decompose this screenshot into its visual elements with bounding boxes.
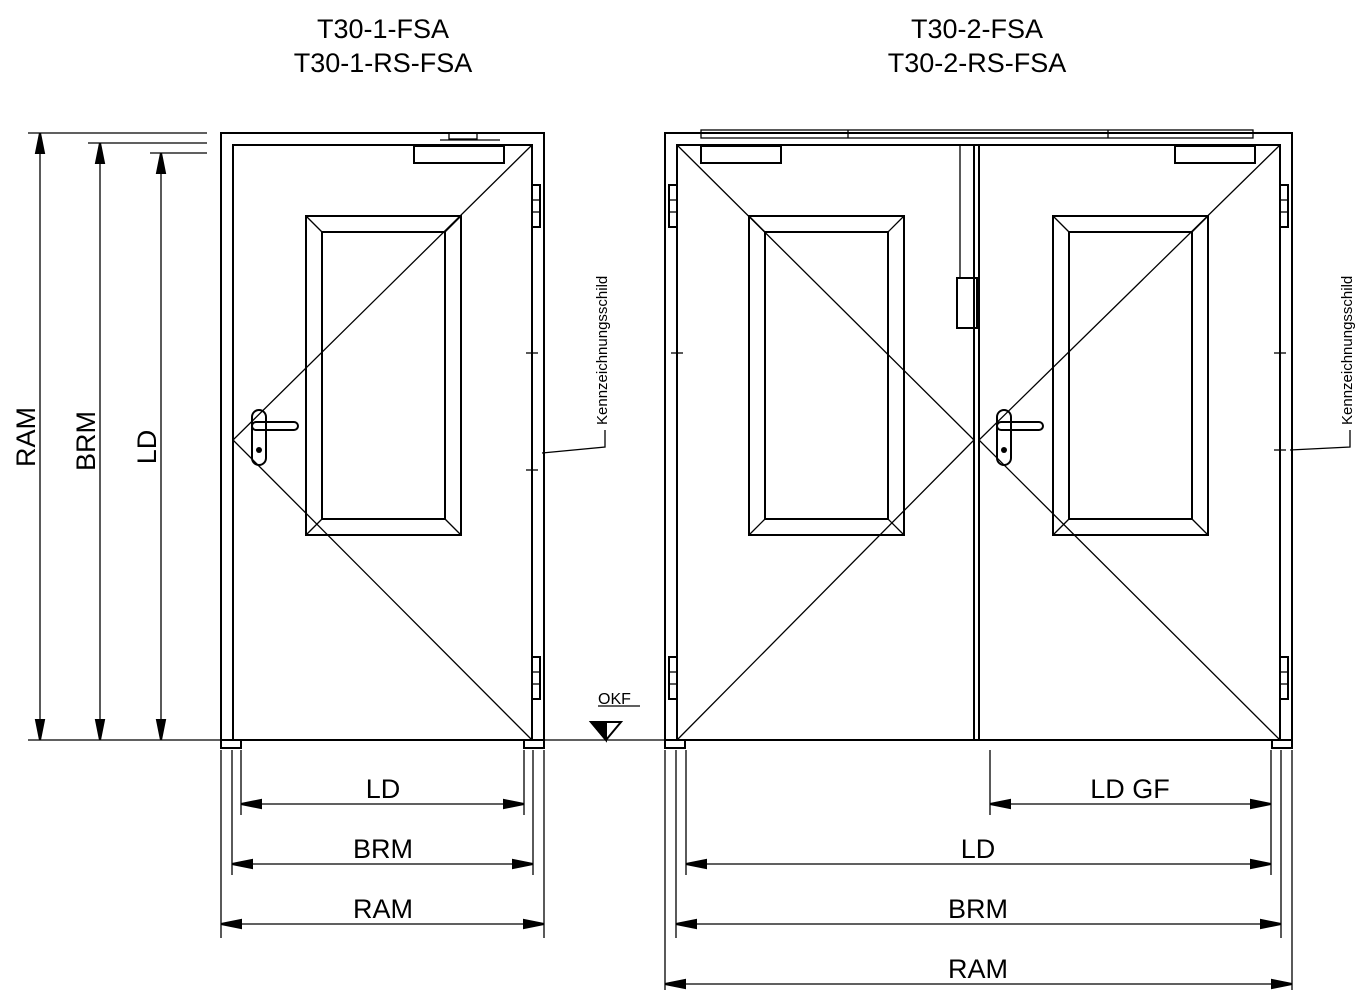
- bevel-line: [305, 215, 323, 233]
- floor-label-okf: OKF: [598, 691, 631, 708]
- horizontal-dim-brm: BRM: [948, 894, 1008, 924]
- vertical-dim-brm: BRM: [71, 411, 101, 471]
- flush-bolt: [956, 277, 978, 329]
- right-door-title-1: T30-2-FSA: [911, 14, 1043, 44]
- horizontal-dim-brm: BRM: [353, 834, 413, 864]
- frame-foot: [220, 739, 242, 749]
- door-closer: [413, 145, 505, 164]
- bevel-line: [444, 518, 462, 536]
- vertical-dimensions: RAM BRM LD: [11, 132, 221, 741]
- hinge: [1279, 184, 1289, 228]
- closer-bracket: [448, 132, 478, 140]
- lever-handle: [996, 421, 1044, 431]
- keyhole-icon: [256, 447, 262, 453]
- swing-indicator-left: [676, 144, 975, 741]
- hinge: [668, 184, 678, 228]
- horizontal-dim-ram: RAM: [353, 894, 413, 924]
- right-door-title-2: T30-2-RS-FSA: [888, 48, 1067, 78]
- vision-panel-outer: [748, 215, 905, 536]
- hinge: [531, 656, 541, 700]
- door-closer-right: [1174, 145, 1256, 164]
- swing-indicator: [232, 144, 533, 741]
- double-door: Kennzeichnungsschild: [664, 129, 1356, 749]
- horizontal-dim-ld-gf: LD GF: [1090, 774, 1170, 804]
- identification-plate-label: Kennzeichnungsschild: [594, 276, 611, 425]
- lever-handle-plate: [996, 409, 1012, 466]
- finished-floor-marker: OKF: [544, 691, 665, 743]
- swing-indicator-right: [978, 144, 1281, 741]
- horizontal-dim-ld: LD: [961, 834, 996, 864]
- plate-leader: [541, 430, 606, 454]
- keyhole-icon: [1001, 447, 1007, 453]
- horizontal-dim-ram: RAM: [948, 954, 1008, 984]
- hinge: [668, 656, 678, 700]
- vision-panel-outer: [305, 215, 462, 536]
- vision-panel-outer: [1052, 215, 1209, 536]
- identification-plate-label: Kennzeichnungsschild: [1339, 276, 1356, 425]
- single-door-horizontal-dimensions: LD BRM RAM: [220, 750, 545, 938]
- hinge: [1279, 656, 1289, 700]
- double-door-horizontal-dimensions: LD GF LD BRM RAM: [664, 750, 1293, 990]
- lever-handle: [251, 421, 299, 431]
- vision-panel-inner: [321, 231, 446, 520]
- single-door-frame: [220, 132, 545, 741]
- bevel-line: [444, 215, 462, 233]
- frame-foot: [523, 739, 545, 749]
- single-door-leaf: [232, 144, 533, 741]
- single-door: Kennzeichnungsschild: [220, 132, 611, 749]
- vision-panel-inner: [764, 231, 889, 520]
- vertical-dim-ld: LD: [132, 430, 162, 465]
- hinge: [531, 184, 541, 228]
- bevel-line: [305, 518, 323, 536]
- left-door-title-1: T30-1-FSA: [317, 14, 449, 44]
- frame-foot: [1271, 739, 1293, 749]
- lever-handle-plate: [251, 409, 267, 466]
- vision-panel-inner: [1068, 231, 1193, 520]
- plate-leader: [1289, 430, 1351, 451]
- frame-foot: [664, 739, 686, 749]
- vertical-dim-ram: RAM: [11, 407, 41, 467]
- left-door-title-2: T30-1-RS-FSA: [294, 48, 473, 78]
- horizontal-dim-ld: LD: [366, 774, 401, 804]
- closer-rail: [700, 129, 1254, 139]
- door-closer-left: [700, 145, 782, 164]
